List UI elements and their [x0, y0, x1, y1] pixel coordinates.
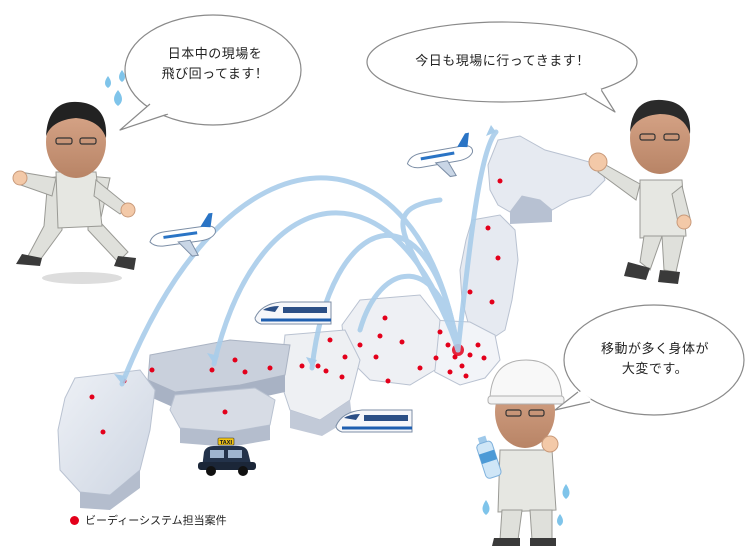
project-site-dots: [89, 178, 503, 435]
airplane-icon: [406, 132, 474, 178]
kyushu: [57, 369, 156, 496]
legend: ビーディーシステム担当案件: [70, 512, 227, 528]
hokkaido: [487, 135, 606, 213]
sweat-drop-icon: [105, 70, 125, 106]
speech-text-top-right: 今日も現場に行ってきます！: [415, 54, 590, 69]
bullet-train-icon: [335, 409, 413, 433]
speech-bubble-bottom-right: [554, 304, 745, 416]
worker-bottom: [487, 359, 565, 546]
speech-text-left: 日本中の現場を 飛び回ってます！: [161, 47, 269, 82]
shikoku: [169, 387, 276, 433]
worker-right: [588, 99, 692, 284]
sweat-drop-icon: [482, 484, 570, 526]
speech-bubble-left: [119, 14, 302, 131]
water-bottle-icon: [476, 435, 502, 479]
legend-label: ビーディーシステム担当案件: [85, 514, 227, 527]
japan-map: [57, 135, 606, 510]
airplane-icon: [149, 212, 216, 257]
taxi-sign: TAXI: [220, 440, 233, 446]
worker-left: [12, 101, 136, 284]
taxi-icon: TAXI: [198, 437, 256, 476]
tohoku: [459, 214, 519, 341]
speech-bubble-top-right: [366, 21, 638, 113]
bullet-train-icon: [254, 301, 332, 325]
speech-text-bottom-right: 移動が多く身体が 大変です。: [600, 342, 709, 377]
legend-dot-icon: [70, 515, 79, 525]
